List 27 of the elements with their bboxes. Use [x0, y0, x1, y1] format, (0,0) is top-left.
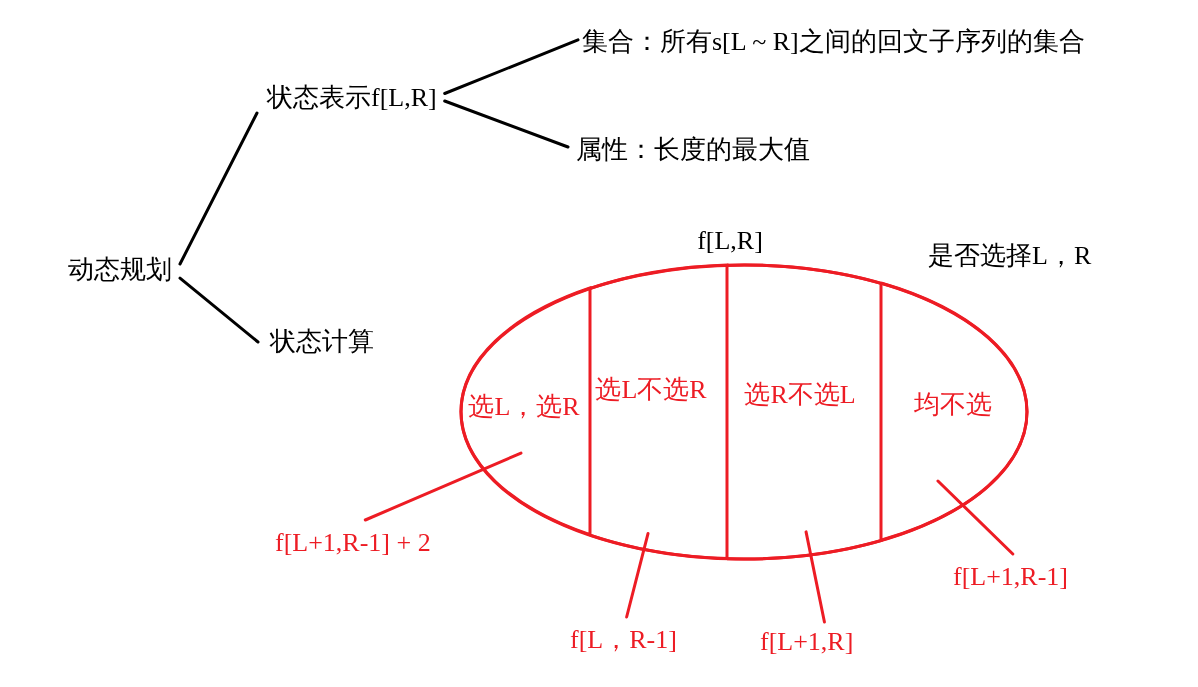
ellipse-section [459, 286, 592, 537]
topic-label: 状态计算 [270, 327, 374, 357]
formula-label: f[L+1,R-1] + 2 [275, 528, 431, 558]
formula-label: f[L，R-1] [570, 625, 677, 655]
ellipse-section [588, 262, 729, 561]
connector-line [443, 38, 580, 95]
ellipse-heading: f[L,R] [697, 226, 763, 256]
connector-line [178, 111, 259, 266]
section-label: 选L不选R [595, 375, 707, 405]
formula-label: f[L+1,R] [760, 627, 854, 657]
leader-line [363, 451, 523, 522]
section-label: 选L，选R [468, 392, 580, 422]
ellipse-section [879, 280, 1029, 543]
topic-label: 属性：长度的最大值 [576, 135, 810, 165]
leader-line [625, 531, 650, 619]
topic-label: 集合：所有s[L ~ R]之间的回文子序列的集合 [582, 27, 1085, 57]
topic-label: 动态规划 [68, 255, 172, 285]
topic-label: 状态表示f[L,R] [267, 83, 437, 113]
side-note: 是否选择L，R [928, 241, 1092, 271]
formula-label: f[L+1,R-1] [953, 562, 1069, 592]
connector-line [178, 276, 260, 344]
leader-line [804, 530, 826, 624]
ellipse-section [725, 262, 883, 561]
connector-line [443, 99, 570, 149]
leader-line [936, 479, 1015, 556]
section-label: 选R不选L [744, 380, 856, 410]
section-label: 均不选 [914, 390, 992, 420]
